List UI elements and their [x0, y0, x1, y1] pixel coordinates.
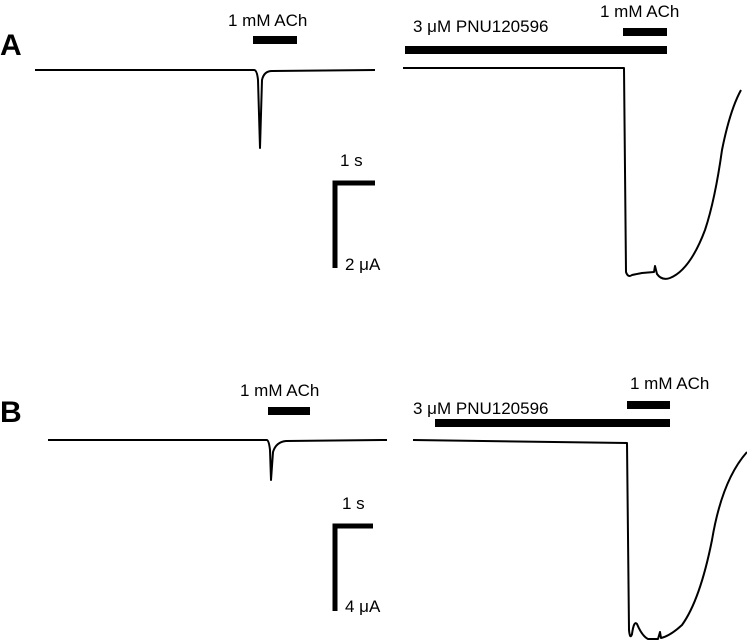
time-scale-label-a: 1 s: [340, 151, 363, 170]
current-trace-b-treated: [412, 439, 747, 640]
panel-a: A 1 mM ACh 3 μM PNU120596 1 mM ACh 1 s 2…: [0, 2, 742, 280]
ach-application-bar-b-treated: [627, 401, 670, 409]
ach-label-a-treated: 1 mM ACh: [600, 2, 679, 21]
current-trace-b-control: [48, 439, 388, 481]
pnu-application-bar-b: [435, 419, 670, 427]
ach-label-b-control: 1 mM ACh: [240, 381, 319, 400]
scale-bar-a: [332, 180, 375, 268]
pnu-application-bar-a: [405, 46, 667, 54]
time-scale-label-b: 1 s: [342, 494, 365, 513]
ach-label-b-treated: 1 mM ACh: [630, 374, 709, 393]
pnu-label-a: 3 μM PNU120596: [413, 17, 548, 36]
ach-application-bar-a-treated: [623, 28, 667, 36]
scale-bar-b: [332, 523, 373, 611]
current-trace-a-treated: [403, 67, 742, 280]
ach-application-bar-a-control: [253, 36, 297, 44]
panel-b: B 1 mM ACh 3 μM PNU120596 1 mM ACh 1 s 4…: [0, 374, 747, 640]
ach-label-a-control: 1 mM ACh: [228, 11, 307, 30]
panel-label-a: A: [0, 29, 22, 62]
current-scale-label-a: 2 μA: [345, 255, 381, 274]
current-trace-a-control: [35, 69, 376, 149]
panel-label-b: B: [0, 396, 22, 429]
ach-application-bar-b-control: [268, 407, 310, 415]
pnu-label-b: 3 μM PNU120596: [413, 399, 548, 418]
current-scale-label-b: 4 μA: [345, 597, 381, 616]
